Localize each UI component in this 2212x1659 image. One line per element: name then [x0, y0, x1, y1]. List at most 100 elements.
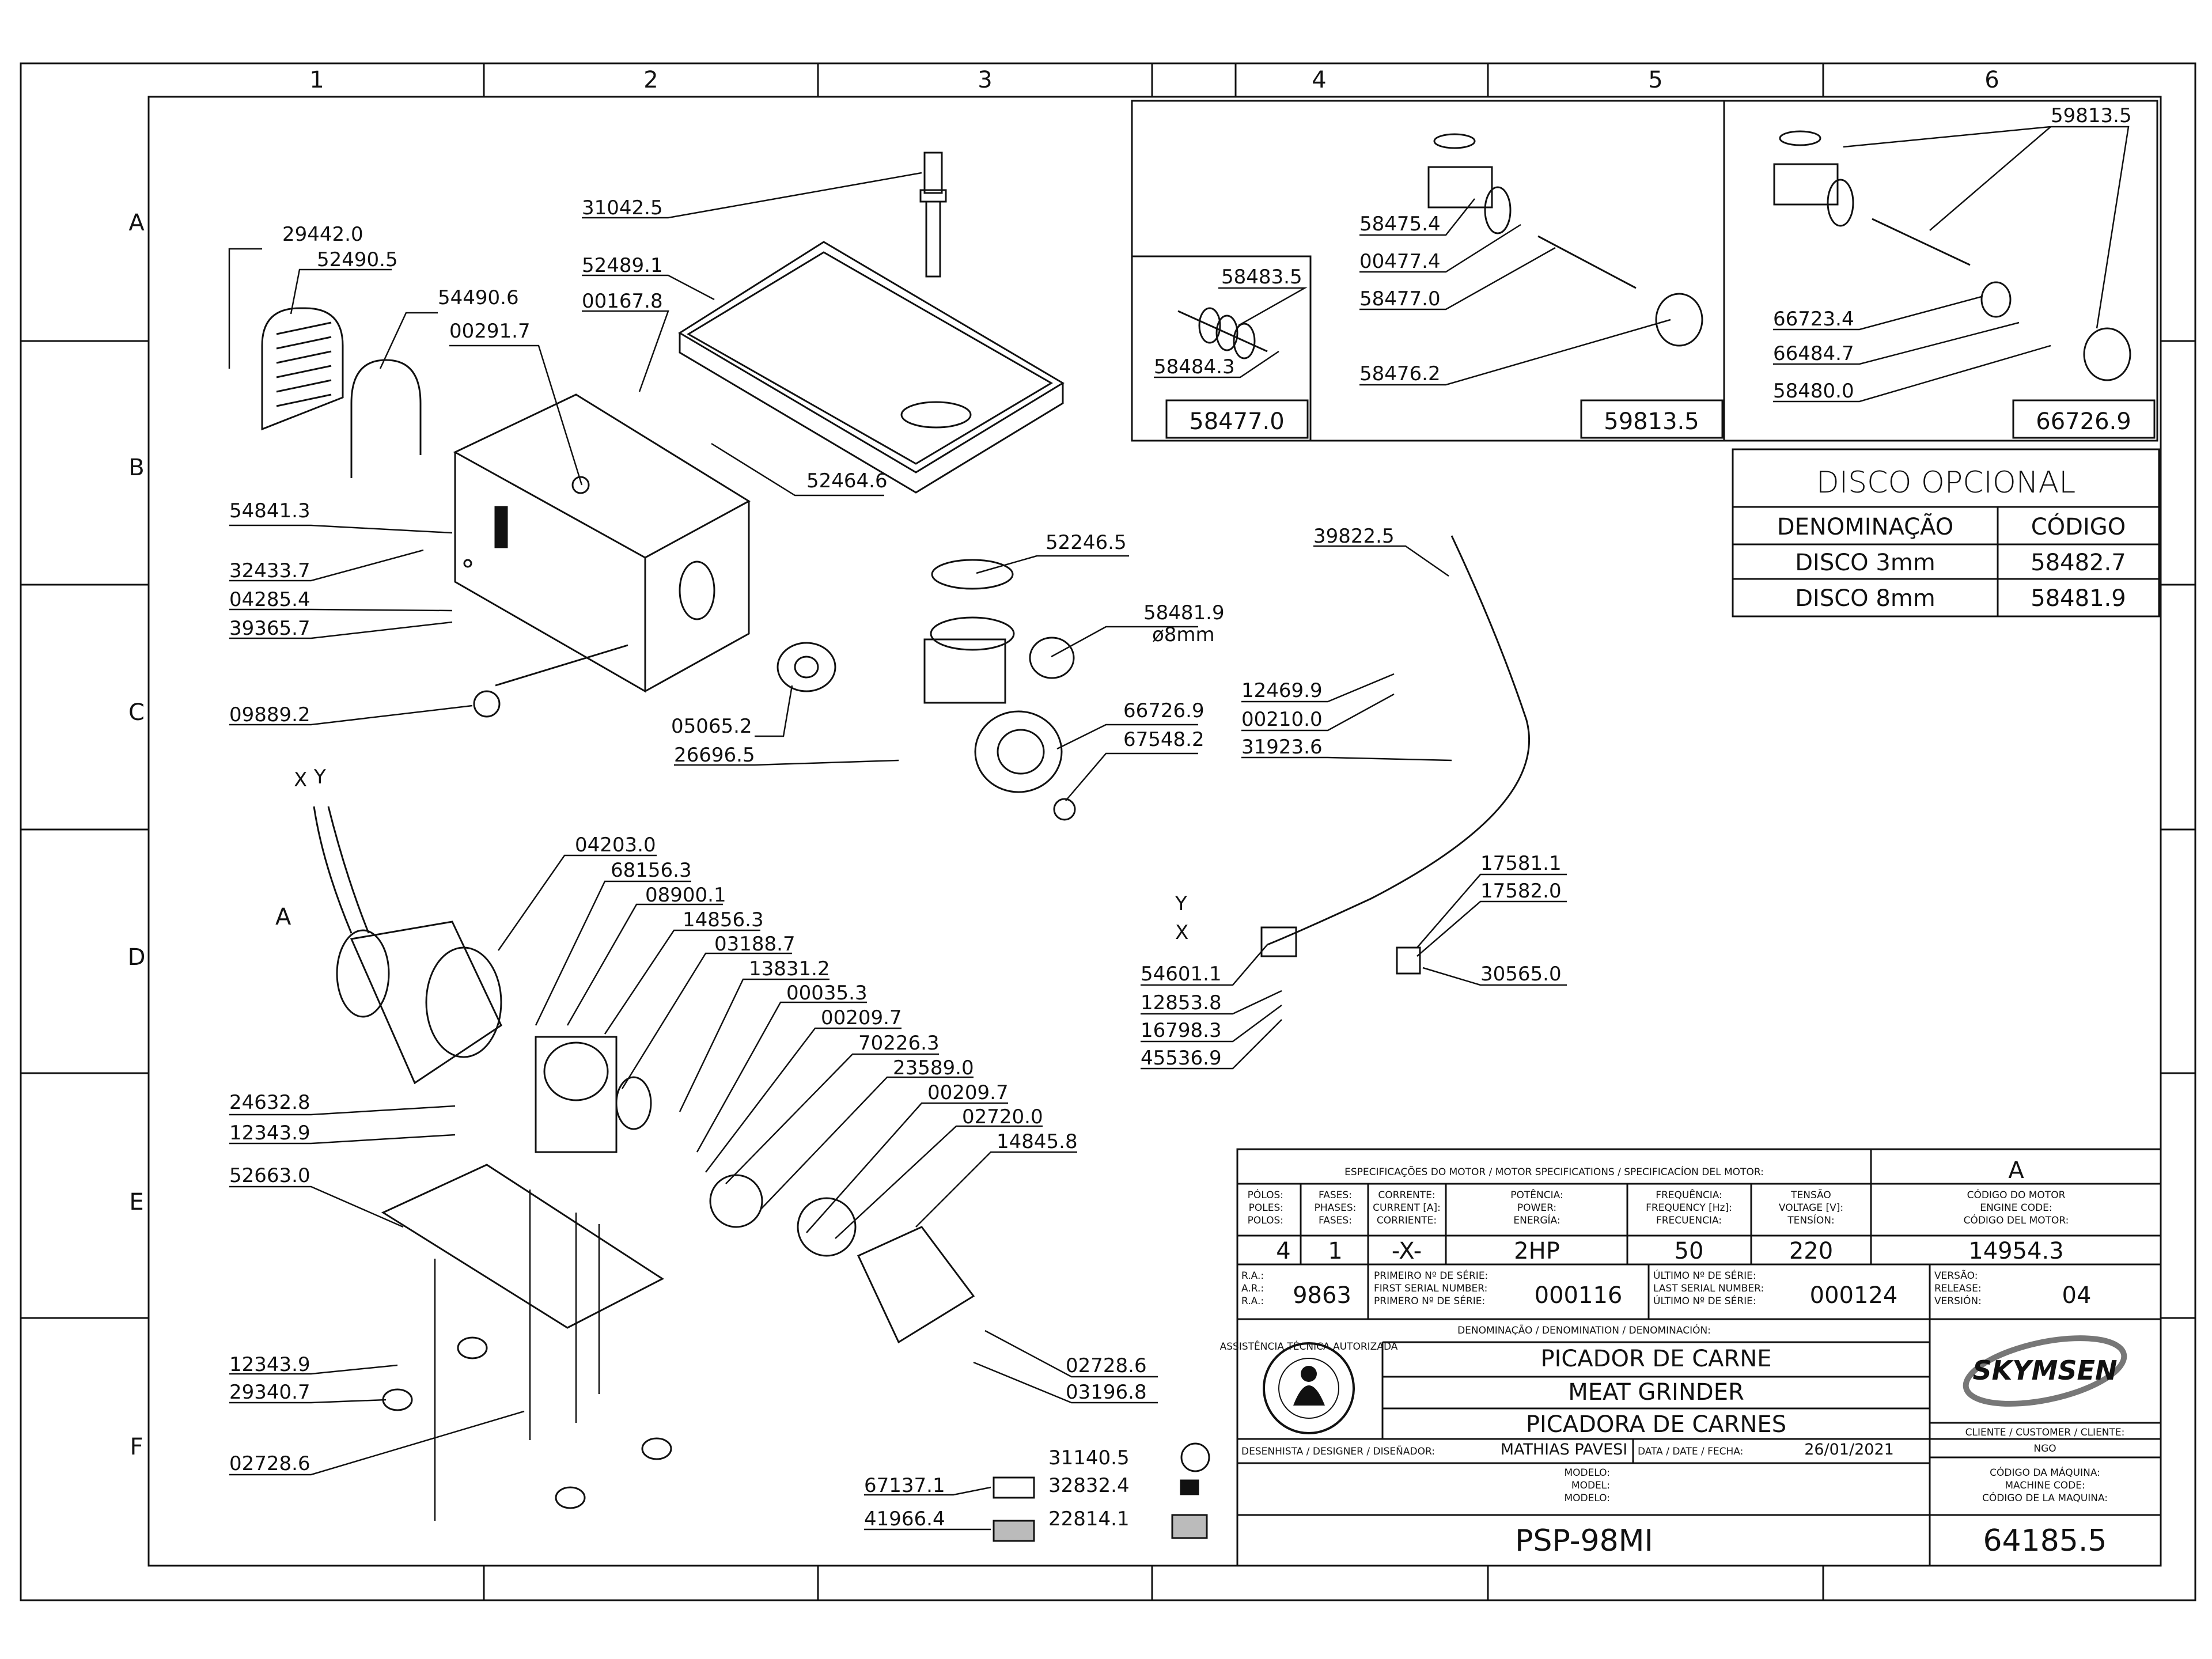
svg-text:FREQUENCY [Hz]:: FREQUENCY [Hz]: [1646, 1202, 1732, 1214]
callout-04285-4: 04285.4 [229, 588, 310, 611]
leader-lines [228, 126, 2130, 1531]
detail-box-c: 66726.9 [2036, 408, 2131, 435]
title-block-grid [1236, 1148, 2162, 1567]
callout-67548-2: 67548.2 [1123, 728, 1205, 751]
detail-box-a: 58477.0 [1189, 408, 1284, 435]
svg-text:CORRIENTE:: CORRIENTE: [1377, 1215, 1437, 1226]
machine-code-header: CÓDIGO DA MÁQUINA: MACHINE CODE: CÓDIGO … [1982, 1466, 2108, 1504]
wire-marker-y-2: Y [1175, 892, 1187, 915]
value-version: 04 [2062, 1282, 2092, 1309]
disco-row-2-code: 58481.9 [2031, 585, 2126, 612]
motor-marker-a: A [275, 904, 291, 930]
name-es: PICADORA DE CARNES [1526, 1411, 1786, 1438]
callout-23589-0: 23589.0 [893, 1056, 974, 1080]
wire-marker-y: Y [313, 766, 326, 789]
svg-text:ÚLTIMO Nº DE SÉRIE:: ÚLTIMO Nº DE SÉRIE: [1653, 1269, 1756, 1282]
value-potencia: 2HP [1514, 1238, 1560, 1264]
svg-text:ENGINE CODE:: ENGINE CODE: [1980, 1202, 2052, 1214]
capacitor-part [1260, 926, 1297, 957]
value-first-serial: 000116 [1535, 1282, 1623, 1309]
svg-text:R.A.:: R.A.: [1241, 1270, 1264, 1282]
motor-housing-part [453, 393, 751, 693]
callout-12853-8: 12853.8 [1141, 991, 1222, 1014]
detail-grinder-2 [1427, 133, 1703, 347]
svg-text:RELEASE:: RELEASE: [1934, 1283, 1982, 1294]
motor-part [313, 806, 502, 1085]
callout-00167-8: 00167.8 [582, 290, 663, 313]
svg-text:VERSÃO:: VERSÃO: [1934, 1269, 1978, 1282]
svg-text:FASES:: FASES: [1319, 1190, 1352, 1201]
callout-14856-3: 14856.3 [683, 908, 764, 931]
svg-text:MODELO:: MODELO: [1564, 1493, 1610, 1504]
callout-54841-3: 54841.3 [229, 499, 310, 522]
callout-00209-7-a: 00209.7 [821, 1006, 902, 1029]
first-serial-header: PRIMEIRO Nº DE SÉRIE: FIRST SERIAL NUMBE… [1374, 1269, 1488, 1307]
svg-text:POTÊNCIA:: POTÊNCIA: [1510, 1188, 1563, 1201]
callout-58475-4: 58475.4 [1359, 213, 1441, 236]
value-engine-code: 14954.3 [1968, 1238, 2063, 1264]
client-value: NGO [2033, 1443, 2056, 1455]
svg-text:VERSIÓN:: VERSIÓN: [1934, 1294, 1982, 1307]
svg-text:PÓLOS:: PÓLOS: [1248, 1188, 1283, 1201]
disco-table-frame [1732, 448, 2160, 618]
svg-text:MODELO:: MODELO: [1564, 1467, 1610, 1479]
pusher-part [919, 151, 947, 278]
callout-00477-4: 00477.4 [1359, 250, 1441, 273]
callout-32433-7: 32433.7 [229, 559, 310, 582]
callout-04203-0: 04203.0 [575, 834, 656, 857]
detail-grinder-3 [1773, 130, 2131, 381]
callout-54601-1: 54601.1 [1141, 963, 1222, 986]
value-ra: 9863 [1293, 1282, 1351, 1309]
svg-text:FRECUENCIA:: FRECUENCIA: [1656, 1215, 1722, 1226]
svg-text:TENSÍON:: TENSÍON: [1787, 1214, 1834, 1226]
callout-8mm: ø8mm [1152, 623, 1215, 646]
svg-text:CÓDIGO DO MOTOR: CÓDIGO DO MOTOR [1967, 1188, 2066, 1201]
callout-52464-6: 52464.6 [806, 469, 888, 493]
svg-text:PRIMEIRO Nº DE SÉRIE:: PRIMEIRO Nº DE SÉRIE: [1374, 1269, 1488, 1282]
name-en: MEAT GRINDER [1568, 1379, 1744, 1406]
callout-26696-5: 26696.5 [674, 744, 755, 767]
svg-text:FASES:: FASES: [1319, 1215, 1352, 1226]
callout-00291-7: 00291.7 [449, 320, 531, 343]
callout-00209-7-b: 00209.7 [927, 1081, 1009, 1104]
callout-39365-7: 39365.7 [229, 617, 310, 640]
callout-52663-0: 52663.0 [229, 1164, 310, 1187]
disco-row-1-code: 58482.7 [2031, 550, 2126, 576]
zone-col-6: 6 [1984, 67, 1999, 93]
callout-58480-0: 58480.0 [1773, 380, 1854, 403]
model-header: MODELO: MODEL: MODELO: [1564, 1467, 1610, 1504]
svg-text:CÓDIGO DE LA MAQUINA:: CÓDIGO DE LA MAQUINA: [1982, 1491, 2108, 1504]
svg-text:R.A.:: R.A.: [1241, 1296, 1264, 1307]
detail-panels [1131, 100, 2158, 442]
skymsen-logo [1963, 1335, 2127, 1407]
part-illustrations [261, 130, 2131, 1542]
switch-part [1396, 946, 1421, 975]
zone-col-3: 3 [978, 67, 992, 93]
zone-col-1: 1 [309, 67, 324, 93]
zone-row-A: A [128, 210, 145, 236]
callout-58483-5: 58483.5 [1221, 266, 1302, 289]
tray-part [678, 241, 1065, 494]
callout-17581-1: 17581.1 [1480, 852, 1562, 875]
callout-52490-5: 52490.5 [317, 248, 398, 271]
svg-text:FREQUÊNCIA:: FREQUÊNCIA: [1656, 1188, 1722, 1201]
callout-31042-5: 31042.5 [582, 196, 663, 219]
disco-head-name: DENOMINAÇÃO [1777, 513, 1953, 540]
callout-05065-2: 05065.2 [671, 715, 752, 738]
client-header: CLIENTE / CUSTOMER / CLIENTE: [1965, 1427, 2125, 1438]
callout-52246-5: 52246.5 [1046, 531, 1127, 554]
callout-14845-8: 14845.8 [997, 1130, 1078, 1153]
svg-text:PRIMERO Nº DE SÉRIE:: PRIMERO Nº DE SÉRIE: [1374, 1294, 1485, 1307]
wire-marker-x: X [294, 768, 307, 791]
callout-02720-0: 02720.0 [962, 1105, 1043, 1128]
svg-text:MODEL:: MODEL: [1571, 1480, 1610, 1491]
detail-auger-1 [1177, 307, 1268, 359]
spec-header-corrente: CORRENTE: CURRENT [A]: CORRIENTE: [1373, 1190, 1441, 1226]
callout-66726-9: 66726.9 [1123, 699, 1205, 722]
disco-row-1-name: DISCO 3mm [1795, 550, 1936, 576]
value-freq: 50 [1675, 1238, 1704, 1264]
callout-00210-0: 00210.0 [1241, 708, 1323, 731]
callout-03196-8: 03196.8 [1066, 1381, 1147, 1404]
